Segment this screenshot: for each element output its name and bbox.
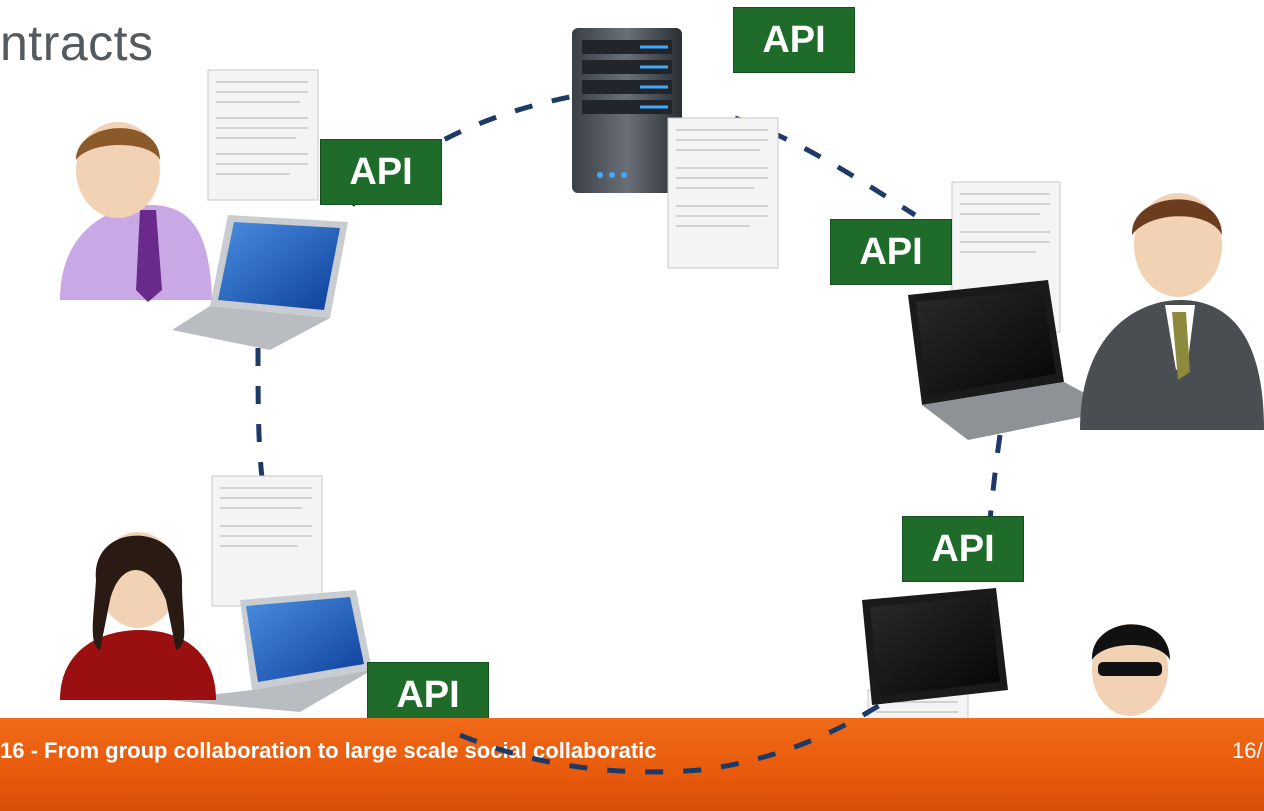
person-icon (1080, 193, 1264, 430)
page-number: 16/ (1232, 738, 1263, 763)
person-icon (60, 122, 212, 302)
api-badge: API (831, 220, 951, 284)
footer-title: 16 - From group collaboration to large s… (0, 738, 657, 763)
footer-bar (0, 718, 1264, 811)
person-icon (60, 532, 216, 700)
server-icon (572, 28, 682, 193)
api-badge: API (903, 517, 1023, 581)
slide-title: ntracts (0, 15, 154, 71)
laptop-icon (862, 588, 1008, 705)
laptop-icon (172, 215, 348, 350)
api-badge: API (368, 663, 488, 727)
laptop-icon (166, 590, 372, 712)
laptop-icon (908, 280, 1116, 440)
api-badge: API (321, 140, 441, 204)
api-badge: API (734, 8, 854, 72)
